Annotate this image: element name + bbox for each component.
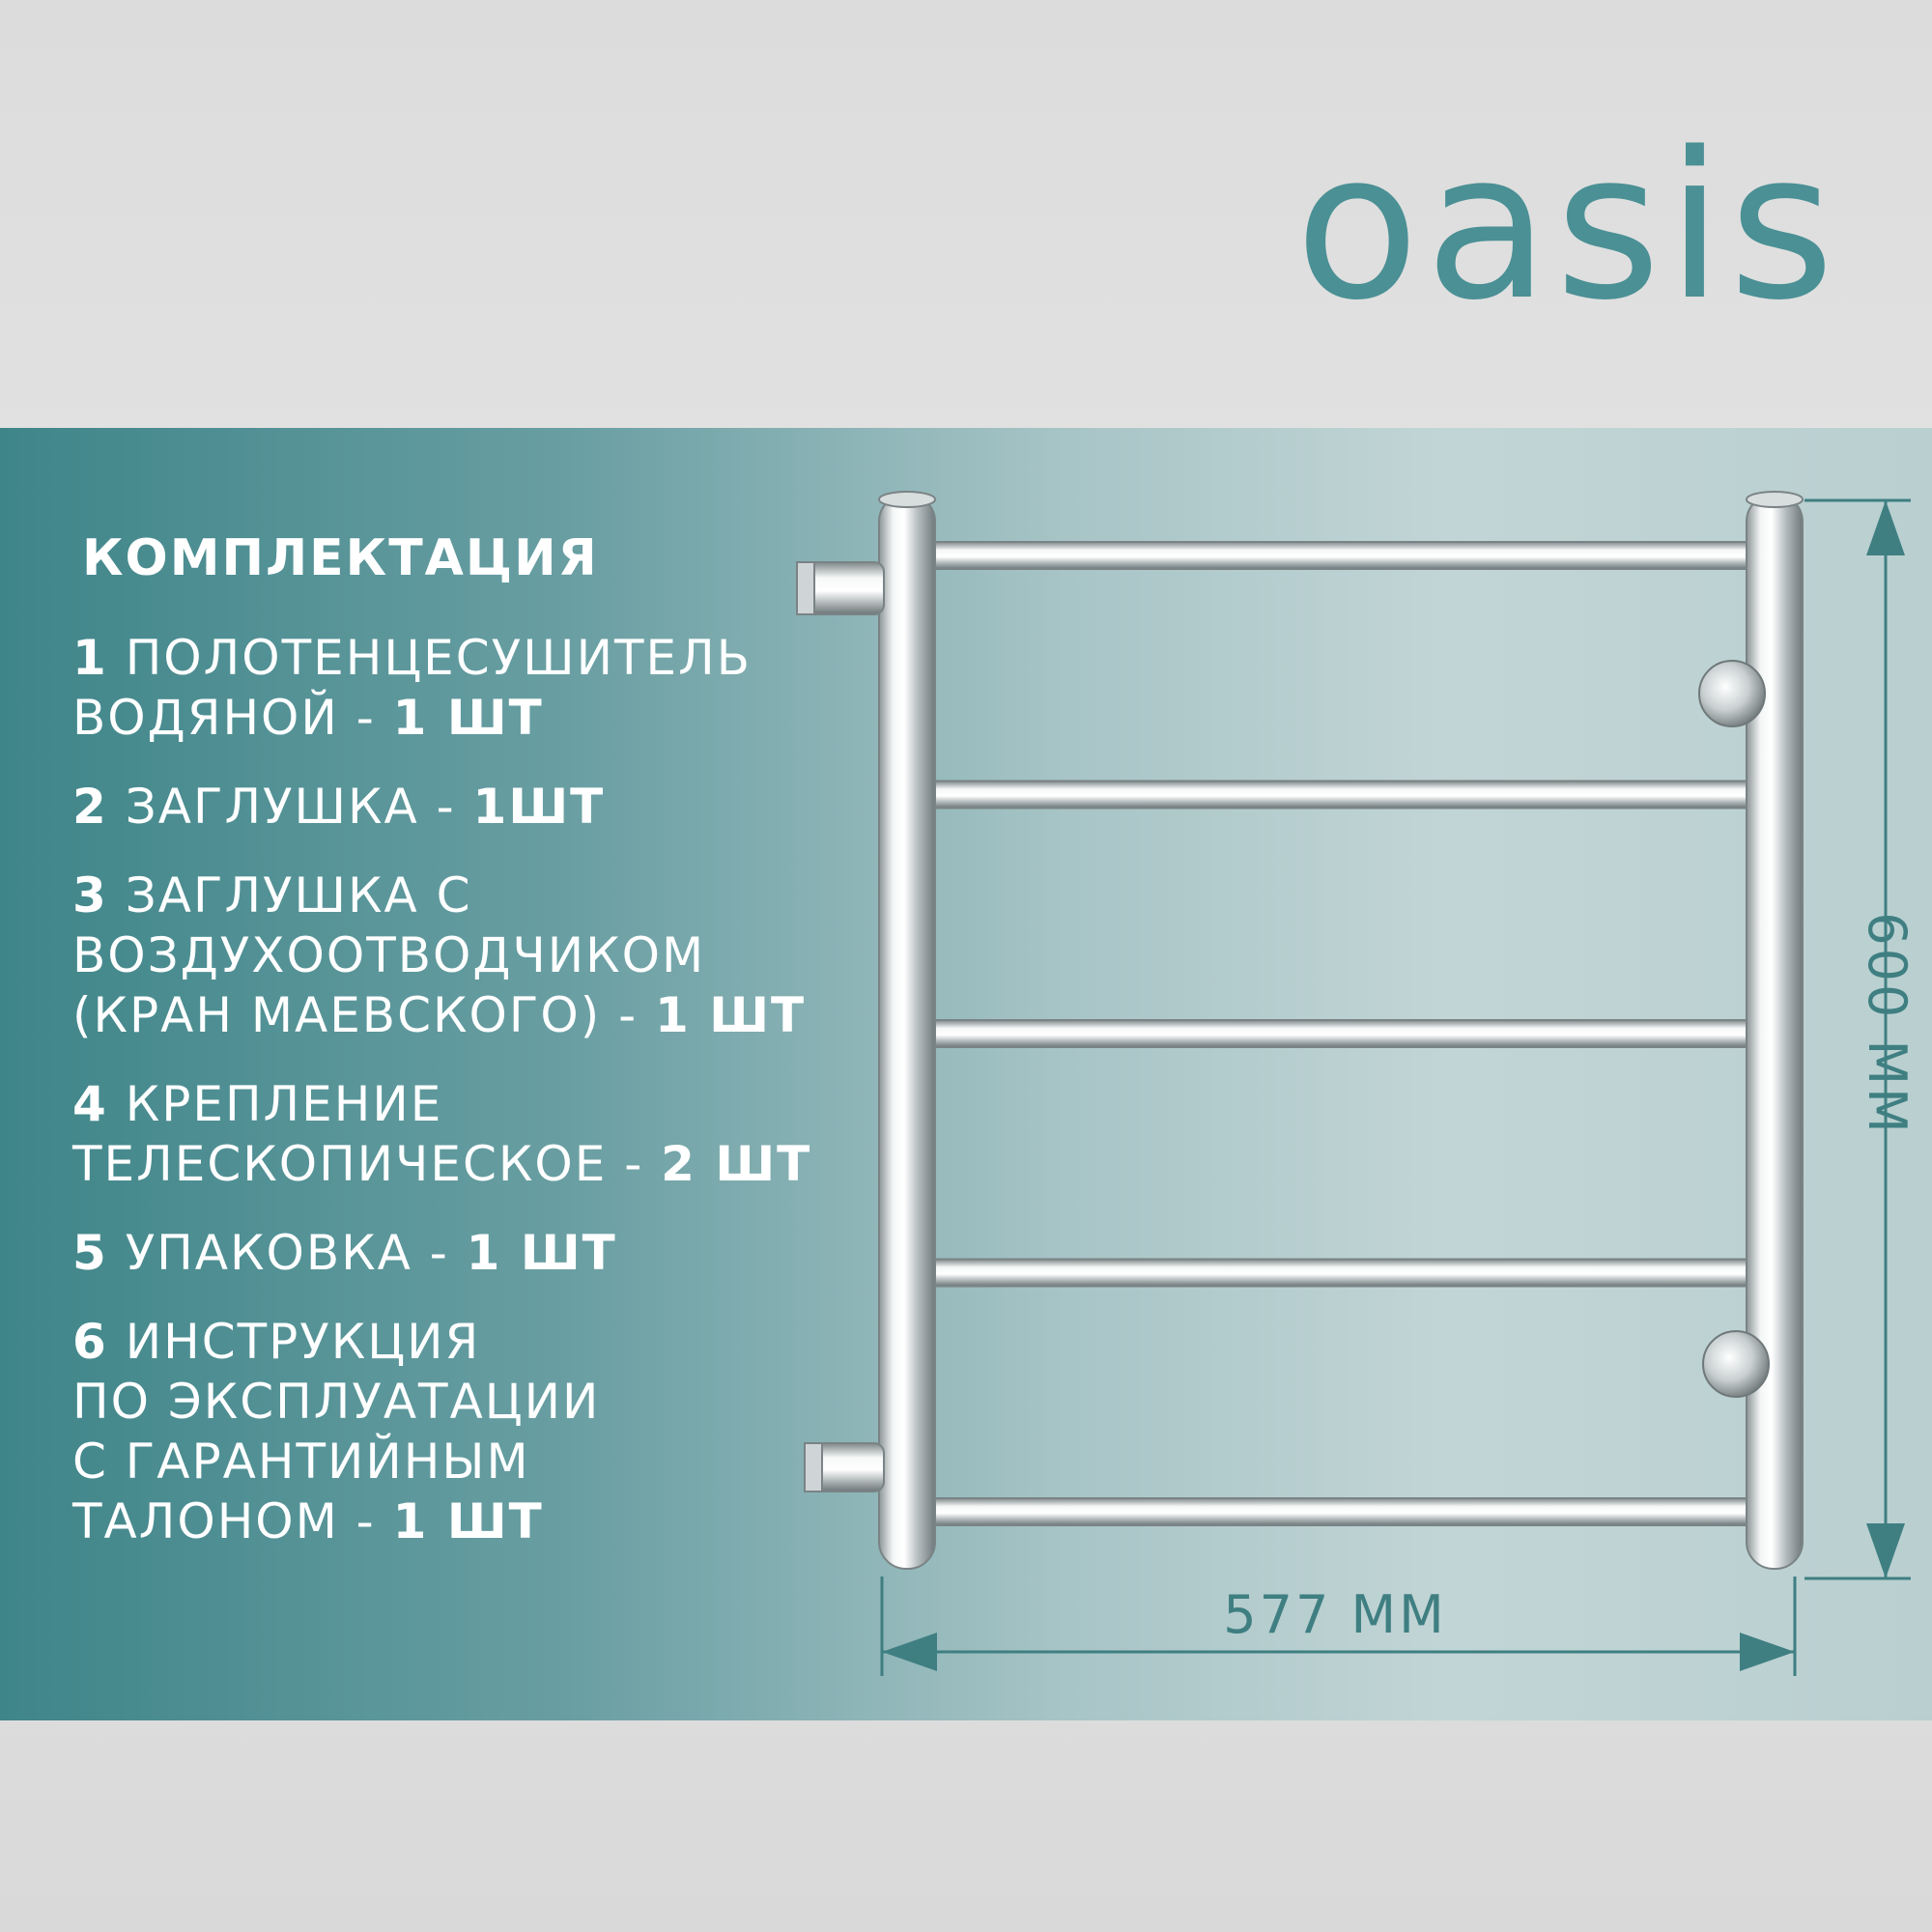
kit-list: 1 ПОЛОТЕНЦЕСУШИТЕЛЬ ВОДЯНОЙ - 1 ШТ 2 ЗАГ… <box>72 628 942 1580</box>
kit-item-3: 3 ЗАГЛУШКА С ВОЗДУХООТВОДЧИКОМ (КРАН МАЕ… <box>72 866 942 1045</box>
top-inlet-fitting <box>796 561 885 615</box>
item-number: 6 <box>72 1314 108 1370</box>
item-text: УПАКОВКА - <box>125 1225 467 1281</box>
rung <box>922 541 1764 570</box>
kit-item-6: 6 ИНСТРУКЦИЯ ПО ЭКСПЛУАТАЦИИ С ГАРАНТИЙН… <box>72 1312 942 1551</box>
item-number: 4 <box>72 1076 108 1132</box>
item-text: (КРАН МАЕВСКОГО) - <box>72 987 656 1043</box>
item-text: ВОДЯНОЙ - <box>72 690 393 746</box>
arrow-down-icon <box>1866 1523 1905 1578</box>
arrow-up-icon <box>1866 500 1905 555</box>
height-label: 600 ММ <box>1857 912 1918 1135</box>
arrow-left-icon <box>882 1633 937 1671</box>
item-text: ВОЗДУХООТВОДЧИКОМ <box>72 927 706 983</box>
width-dimension: 577 ММ <box>880 1577 1797 1676</box>
item-quantity: 1 ШТ <box>655 987 807 1043</box>
wall-mount-knob-top <box>1698 660 1766 727</box>
item-quantity: 1 ШТ <box>466 1225 617 1281</box>
kit-item-5: 5 УПАКОВКА - 1 ШТ <box>72 1223 942 1283</box>
item-text: ТАЛОНОМ - <box>72 1493 393 1549</box>
item-text: ЗАГЛУШКА - <box>125 779 473 835</box>
brand-logo: oasis <box>1294 108 1840 345</box>
item-text: ЗАГЛУШКА С <box>125 867 472 923</box>
width-label: 577 ММ <box>1223 1584 1446 1645</box>
arrow-right-icon <box>1740 1633 1795 1671</box>
rung <box>922 1497 1764 1526</box>
kit-heading: КОМПЛЕКТАЦИЯ <box>82 529 599 587</box>
kit-item-2: 2 ЗАГЛУШКА - 1ШТ <box>72 777 942 837</box>
rung <box>922 780 1764 810</box>
item-number: 2 <box>72 779 108 835</box>
left-pipe <box>878 494 936 1570</box>
item-quantity: 1ШТ <box>472 779 606 835</box>
item-number: 5 <box>72 1225 108 1281</box>
rung <box>922 1258 1764 1288</box>
height-dimension: 600 ММ <box>1804 498 1918 1580</box>
item-text: КРЕПЛЕНИЕ <box>125 1076 443 1132</box>
item-text: ТЕЛЕСКОПИЧЕСКОЕ - <box>72 1136 662 1192</box>
bottom-inlet-fitting <box>804 1442 885 1492</box>
right-pipe <box>1746 494 1804 1570</box>
item-quantity: 1 ШТ <box>392 1493 544 1549</box>
item-number: 3 <box>72 867 108 923</box>
item-text: С ГАРАНТИЙНЫМ <box>72 1434 530 1490</box>
item-text: ПОЛОТЕНЦЕСУШИТЕЛЬ <box>125 630 753 686</box>
kit-item-4: 4 КРЕПЛЕНИЕ ТЕЛЕСКОПИЧЕСКОЕ - 2 ШТ <box>72 1074 942 1194</box>
item-text: ПО ЭКСПЛУАТАЦИИ <box>72 1374 601 1430</box>
kit-item-1: 1 ПОЛОТЕНЦЕСУШИТЕЛЬ ВОДЯНОЙ - 1 ШТ <box>72 628 942 748</box>
rung <box>922 1019 1764 1048</box>
wall-mount-knob-bottom <box>1702 1330 1770 1398</box>
item-quantity: 1 ШТ <box>392 690 544 746</box>
rungs <box>922 541 1764 1526</box>
item-quantity: 2 ШТ <box>661 1136 812 1192</box>
item-text: ИНСТРУКЦИЯ <box>125 1314 481 1370</box>
right-pipe-cap <box>1746 491 1804 508</box>
item-number: 1 <box>72 630 108 686</box>
left-pipe-cap <box>878 491 936 508</box>
